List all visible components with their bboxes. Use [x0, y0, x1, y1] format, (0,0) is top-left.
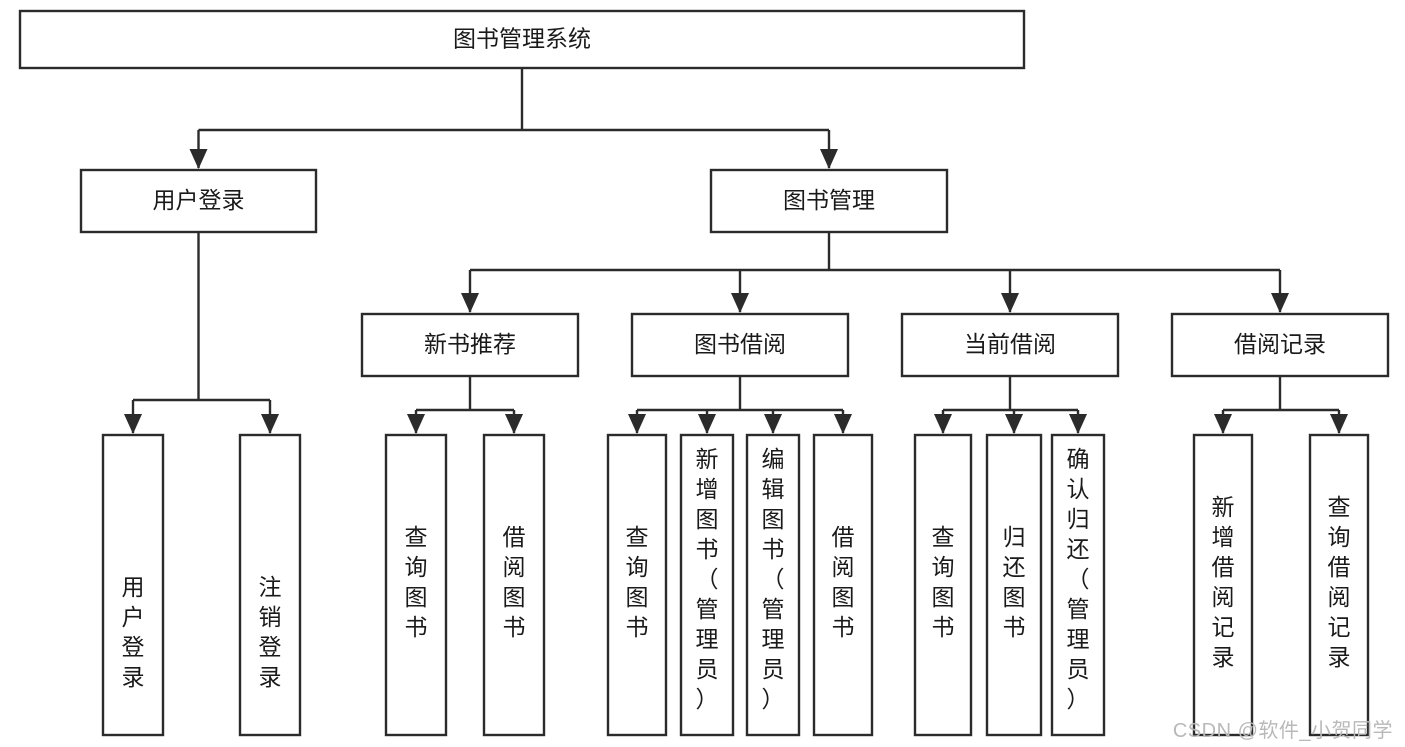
node-leaf-query-book-2[interactable]: 查询图书: [606, 433, 668, 737]
node-leaf-query-book-1-label: 查询图书: [405, 524, 428, 640]
node-leaf-add-record-label: 新增借阅记录: [1212, 494, 1235, 670]
node-leaf-borrow-book-1[interactable]: 借阅图书: [482, 433, 546, 737]
arrow-head-icon: [834, 414, 852, 434]
node-leaf-query-record[interactable]: 查询借阅记录: [1308, 433, 1370, 737]
arrow-head-icon: [1005, 414, 1023, 434]
node-leaf-query-book-1-box[interactable]: [384, 433, 448, 737]
arrow-head-icon: [124, 414, 142, 434]
node-book-manage-box[interactable]: [709, 168, 949, 234]
node-root-label: 图书管理系统: [453, 26, 591, 52]
arrow-head-icon: [628, 414, 646, 434]
node-leaf-return-book-box[interactable]: [985, 433, 1043, 737]
arrow-head-icon: [407, 414, 425, 434]
node-leaf-query-record-label: 查询借阅记录: [1328, 494, 1351, 670]
node-leaf-query-book-3-label: 查询图书: [932, 524, 955, 640]
node-leaf-query-book-3-box[interactable]: [913, 433, 973, 737]
node-leaf-user-logout[interactable]: 注销登录: [238, 433, 302, 737]
node-root[interactable]: 图书管理系统: [18, 9, 1026, 70]
arrow-head-icon: [1330, 414, 1348, 434]
node-leaf-confirm-return[interactable]: 确认归还（管理员）: [1050, 433, 1106, 737]
node-book-manage[interactable]: 图书管理: [709, 168, 949, 234]
node-leaf-user-login-box[interactable]: [101, 433, 165, 737]
connector-layer: [124, 68, 1348, 434]
arrow-head-icon: [934, 414, 952, 434]
node-leaf-edit-book-label: 编辑图书（管理员）: [762, 446, 785, 712]
node-leaf-confirm-return-box[interactable]: [1050, 433, 1106, 737]
node-layer: 图书管理系统用户登录图书管理新书推荐图书借阅当前借阅借阅记录用户登录注销登录查询…: [18, 9, 1390, 737]
arrow-head-icon: [1069, 414, 1087, 434]
node-current-borrow-label: 当前借阅: [964, 331, 1056, 357]
node-leaf-query-book-2-label: 查询图书: [626, 524, 649, 640]
node-leaf-query-book-2-box[interactable]: [606, 433, 668, 737]
node-new-book-rec[interactable]: 新书推荐: [360, 312, 580, 378]
node-leaf-query-book-1[interactable]: 查询图书: [384, 433, 448, 737]
node-leaf-query-book-3[interactable]: 查询图书: [913, 433, 973, 737]
node-borrow-record[interactable]: 借阅记录: [1170, 312, 1390, 378]
node-leaf-borrow-book-1-label: 借阅图书: [503, 524, 526, 640]
node-root-box[interactable]: [18, 9, 1026, 70]
node-leaf-add-book[interactable]: 新增图书（管理员）: [679, 433, 735, 737]
node-leaf-user-logout-label: 注销登录: [259, 574, 282, 690]
node-borrow-record-box[interactable]: [1170, 312, 1390, 378]
node-leaf-user-logout-box[interactable]: [238, 433, 302, 737]
node-leaf-borrow-book-2[interactable]: 借阅图书: [812, 433, 874, 737]
node-current-borrow[interactable]: 当前借阅: [900, 312, 1120, 378]
arrow-head-icon: [189, 149, 208, 169]
node-book-manage-label: 图书管理: [783, 187, 875, 213]
node-leaf-edit-book[interactable]: 编辑图书（管理员）: [745, 433, 801, 737]
node-leaf-user-login[interactable]: 用户登录: [101, 433, 165, 737]
arrow-head-icon: [731, 293, 749, 313]
arrow-head-icon: [820, 149, 838, 169]
node-borrow-record-label: 借阅记录: [1234, 331, 1326, 357]
node-leaf-add-record-box[interactable]: [1192, 433, 1254, 737]
node-leaf-add-book-box[interactable]: [679, 433, 735, 737]
arrow-head-icon: [698, 414, 716, 434]
watermark-text: CSDN @软件_小贺同学: [1172, 720, 1393, 742]
node-book-borrow-label: 图书借阅: [694, 331, 786, 357]
node-leaf-add-book-label: 新增图书（管理员）: [696, 446, 719, 712]
node-current-borrow-box[interactable]: [900, 312, 1120, 378]
node-leaf-user-login-label: 用户登录: [122, 574, 145, 690]
node-leaf-confirm-return-label: 确认归还（管理员）: [1067, 446, 1090, 712]
node-leaf-add-record[interactable]: 新增借阅记录: [1192, 433, 1254, 737]
node-user-login-label: 用户登录: [153, 187, 245, 213]
node-new-book-rec-label: 新书推荐: [424, 331, 516, 357]
node-user-login-box[interactable]: [79, 168, 318, 234]
node-leaf-edit-book-box[interactable]: [745, 433, 801, 737]
node-user-login[interactable]: 用户登录: [79, 168, 318, 234]
node-new-book-rec-box[interactable]: [360, 312, 580, 378]
arrow-head-icon: [261, 414, 279, 434]
node-book-borrow-box[interactable]: [630, 312, 850, 378]
arrow-head-icon: [505, 414, 523, 434]
node-leaf-return-book-label: 归还图书: [1003, 524, 1026, 640]
node-leaf-borrow-book-2-box[interactable]: [812, 433, 874, 737]
node-book-borrow[interactable]: 图书借阅: [630, 312, 850, 378]
node-leaf-borrow-book-2-label: 借阅图书: [832, 524, 855, 640]
node-leaf-query-record-box[interactable]: [1308, 433, 1370, 737]
arrow-head-icon: [764, 414, 782, 434]
arrow-head-icon: [1214, 414, 1232, 434]
node-leaf-return-book[interactable]: 归还图书: [985, 433, 1043, 737]
node-leaf-borrow-book-1-box[interactable]: [482, 433, 546, 737]
arrow-head-icon: [461, 293, 479, 313]
arrow-head-icon: [1001, 293, 1019, 313]
arrow-head-icon: [1271, 293, 1289, 313]
